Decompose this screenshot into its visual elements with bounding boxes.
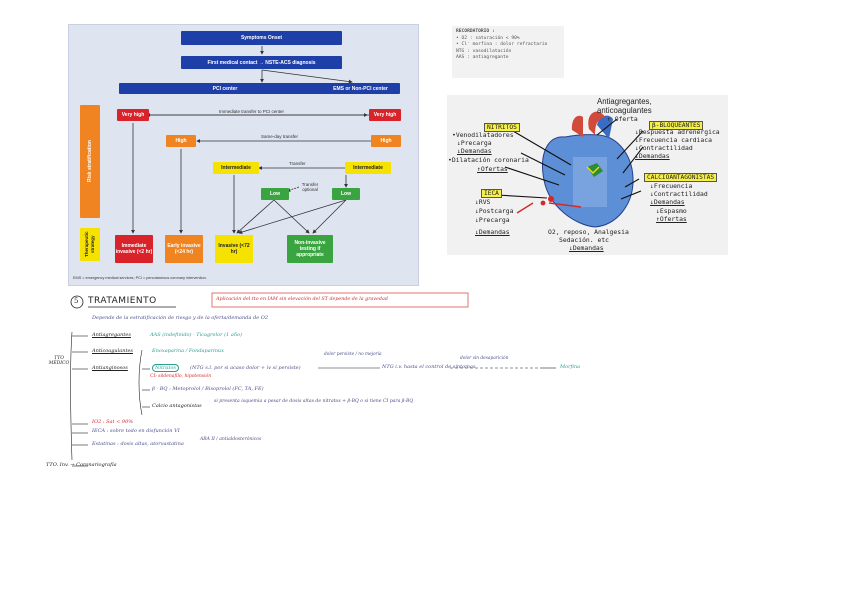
aldosterone-line: ARA II / antialdosterónicos [200, 437, 262, 442]
bb-item: ↓Frecuencia cardiaca [635, 136, 712, 144]
calcio-item: ↑Ofertas [656, 215, 687, 223]
bb-item: ↓Demandas [635, 152, 670, 160]
intermediate-box-right: Intermediate [345, 162, 391, 174]
low-box-left: Low [261, 188, 289, 200]
section-number: 5 [74, 297, 79, 305]
nitratos-detail: (NTG s.l. por si acaso dolor + iv si per… [190, 365, 301, 371]
ieca-item: ↓Demandas [475, 228, 510, 236]
calcio-item: ↓Demandas [650, 198, 685, 206]
flowchart-footnote: EMS = emergency medical services; PCI = … [73, 276, 207, 280]
recordatorio-line: AAS : antiagregante [456, 55, 509, 60]
section-title: TRATAMIENTO [88, 296, 157, 306]
antiagregantes-title: Antiagregantes, anticoagulantes [597, 97, 652, 115]
tto-medico-label: TTO MÉDICO [48, 356, 70, 366]
center-item: ↓Demandas [569, 244, 604, 252]
ieca-item: ↓Postcarga [475, 207, 514, 215]
low-box-right: Low [332, 188, 360, 200]
same-day-transfer-label: Same-day transfer [261, 134, 299, 139]
recordatorio-note: RECORDATORIO : • O2 : saturación < 90% •… [452, 26, 564, 78]
transfer-label: Transfer [289, 161, 306, 166]
nitritos-item: ↓Precarga [457, 139, 492, 147]
nitritos-box: NITRITOS [484, 123, 520, 132]
calcio-detail: si presenta isquemia a pesar de dosis al… [214, 399, 414, 404]
red-banner-text: Aplicación del tto en IAM sin elevación … [216, 297, 388, 302]
pci-center-box: PCI center [119, 83, 331, 94]
noninvasive-box: Non-invasive testing if appropriate [287, 235, 333, 263]
calcio-item: ↓Espasmo [656, 207, 687, 215]
nitritos-item: ↑Ofertas [477, 165, 508, 173]
calcio-item: ↓Contractilidad [650, 190, 708, 198]
nitratos-arrow-label: dolor persiste / no mejoría [324, 352, 382, 357]
onset-box: Symptoms Onset [181, 31, 342, 45]
estatinas-line: Estatinas : dosis altas, atorvastatina [92, 441, 184, 447]
nitratos-ci: CI: sildenafilo, hipotensión [150, 374, 212, 379]
antiagregantes-detail: AAS (indefinido) · Ticagrelor (1 año) [150, 332, 242, 338]
nitratos-right: dolor sin desaparición [460, 356, 509, 361]
immediate-transfer-label: Immediate transfer to PCI center [219, 109, 285, 114]
nste-acs-flowchart: Symptoms Onset First medical contact → N… [68, 24, 419, 286]
anticoagulantes-detail: Enoxaparina / Fondaparinux [152, 348, 224, 354]
immediate-invasive-box: Immediate invasive (<2 hr) [115, 235, 153, 263]
antiagregantes-label: Antiagregantes [92, 332, 131, 338]
calcio-line: Calcio antagonistas [152, 403, 202, 409]
nitritos-item: •Dilatación coronaria [448, 156, 529, 164]
oferta-label: ↑ Oferta [607, 115, 638, 123]
nitratos-mid: NTG i.v. hasta el control de síntomas [382, 364, 476, 370]
ieca-line: IECA : sobre todo en disfunción VI [92, 428, 180, 434]
flowchart-arrows [131, 46, 371, 234]
intermediate-box-left: Intermediate [213, 162, 259, 174]
center-item: O2, reposo, Analgesia [548, 228, 629, 236]
early-invasive-box: Early invasive (<24 hr) [165, 235, 203, 263]
nitritos-item: •Venodilatadores [452, 131, 514, 139]
invasive-box: Invasive (<72 hr) [215, 235, 253, 263]
tto-invasivo-line: TTO. Inv. → Coronariografía [46, 462, 117, 468]
bb-item: ↓Respuesta adrenérgica [635, 128, 720, 136]
betabloqueantes-line: β - BQ : Metoprolol / Bisoprolol (FC, TA… [152, 386, 264, 392]
high-box-left: High [166, 135, 196, 147]
morfina-label: Morfina [560, 364, 581, 370]
calcioantagonistas-box: CALCIOANTAGONISTAS [644, 173, 718, 182]
io2-line: IO2 : Sat < 90% [92, 419, 134, 425]
calcio-item: ↓Frecuencia [650, 182, 693, 190]
center-item: Sedación. etc [559, 236, 610, 244]
first-contact-box: First medical contact → NSTE-ACS diagnos… [181, 56, 342, 69]
nitritos-item: ↓Demandas [457, 147, 492, 155]
ieca-box: IECA [481, 189, 502, 198]
nitratos-label: Nitratos [152, 364, 179, 372]
ems-center-box: EMS or Non-PCI center [321, 83, 400, 94]
recordatorio-line: • O2 : saturación < 90% [456, 35, 520, 41]
ieca-item: ↓Precarga [475, 216, 510, 224]
high-box-right: High [371, 135, 401, 147]
very-high-box-left: Very high [117, 109, 149, 121]
ieca-item: ↓RVS [475, 198, 491, 206]
transfer-optional-label: Transfer optional [301, 182, 319, 192]
anticoagulantes-label: Anticoagulantes [92, 348, 133, 354]
antianginosos-label: Antianginosos [92, 365, 128, 371]
nitratos-bubble: Nitratos [152, 364, 179, 372]
recordatorio-title: RECORDATORIO : [456, 29, 495, 34]
recordatorio-line: NTG : vasodilatación [456, 48, 512, 54]
bb-item: ↓Contractilidad [635, 144, 693, 152]
heart-treatment-diagram: Antiagregantes, anticoagulantes NITRITOS… [447, 95, 728, 255]
very-high-box-right: Very high [369, 109, 401, 121]
recordatorio-line: • Cl⁻ morfina : dolor refractario [456, 42, 548, 47]
betabloqueantes-box: β-BLOQUEANTES [649, 121, 704, 130]
intro-text: Depende de la estratificación de riesgo … [92, 315, 269, 321]
heart-illustration [496, 111, 644, 228]
